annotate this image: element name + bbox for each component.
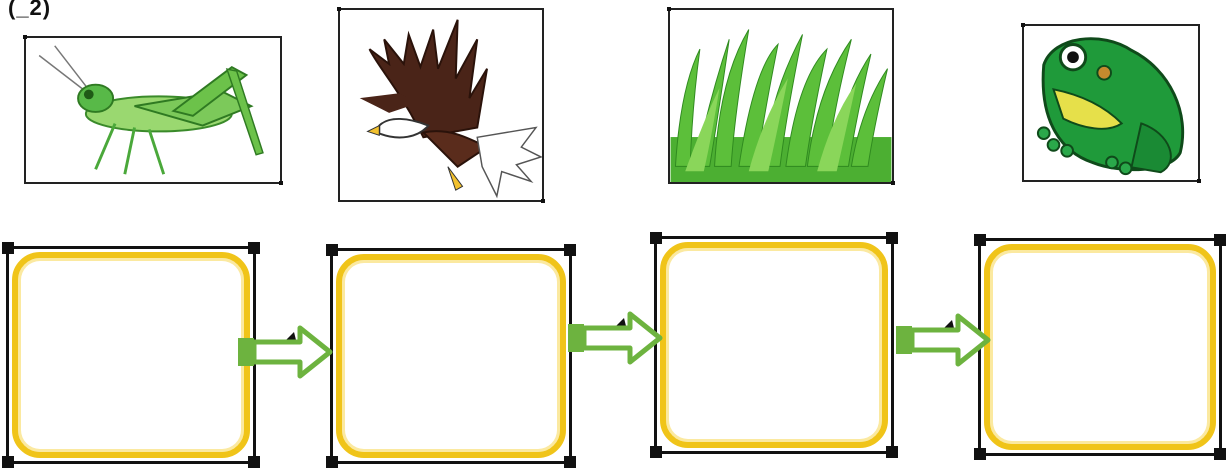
corner-handle bbox=[974, 234, 986, 246]
corner-handle bbox=[650, 232, 662, 244]
answer-box-inner[interactable] bbox=[336, 254, 566, 458]
answer-box-4[interactable] bbox=[978, 238, 1222, 456]
grass-icon bbox=[670, 10, 892, 182]
corner-handle bbox=[248, 456, 260, 468]
corner-label: (_2) bbox=[8, 0, 51, 16]
corner-handle bbox=[1214, 234, 1226, 246]
corner-handle bbox=[974, 448, 986, 460]
answer-box-1[interactable] bbox=[6, 246, 256, 464]
corner-handle bbox=[326, 244, 338, 256]
corner-handle bbox=[2, 456, 14, 468]
arrow-right-icon bbox=[568, 310, 664, 366]
corner-handle bbox=[564, 244, 576, 256]
answer-box-3[interactable] bbox=[654, 236, 894, 454]
corner-handle bbox=[886, 232, 898, 244]
corner-handle bbox=[326, 456, 338, 468]
answer-box-inner[interactable] bbox=[984, 244, 1216, 450]
answer-box-inner[interactable] bbox=[12, 252, 250, 458]
corner-handle bbox=[650, 446, 662, 458]
eagle-icon bbox=[340, 10, 542, 200]
frog-icon bbox=[1024, 26, 1198, 180]
eagle-picture bbox=[338, 8, 544, 202]
frog-picture bbox=[1022, 24, 1200, 182]
grass-picture bbox=[668, 8, 894, 184]
grasshopper-icon bbox=[26, 38, 280, 182]
corner-handle bbox=[886, 446, 898, 458]
corner-handle bbox=[564, 456, 576, 468]
corner-handle bbox=[248, 242, 260, 254]
arrow-right-icon bbox=[896, 312, 992, 368]
corner-handle bbox=[1214, 448, 1226, 460]
answer-box-2[interactable] bbox=[330, 248, 572, 464]
grasshopper-picture bbox=[24, 36, 282, 184]
answer-box-inner[interactable] bbox=[660, 242, 888, 448]
arrow-right-icon bbox=[238, 324, 334, 380]
corner-handle bbox=[2, 242, 14, 254]
